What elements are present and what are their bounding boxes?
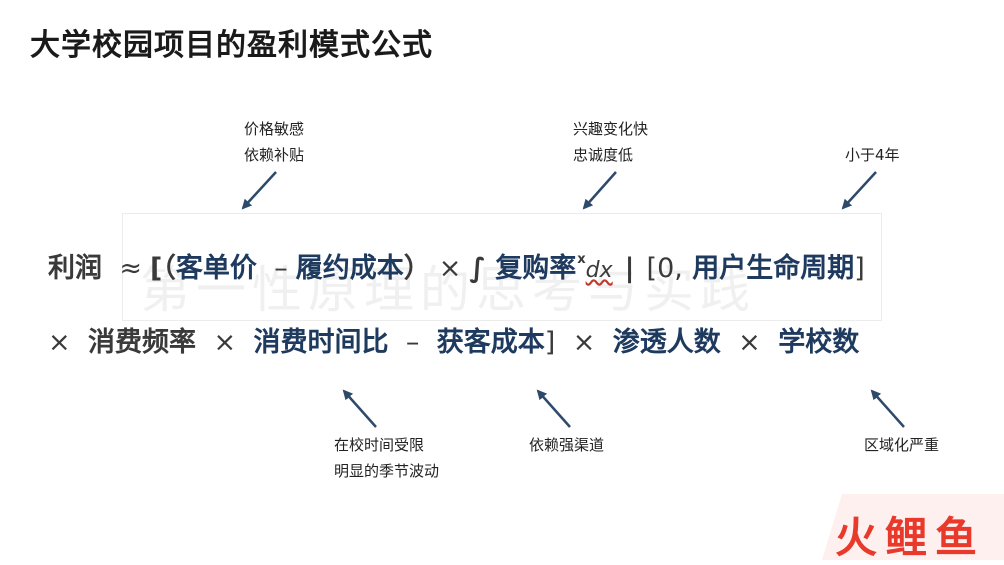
logo-background bbox=[822, 494, 1004, 560]
note-region-line-1: 区域化严重 bbox=[864, 436, 940, 454]
note-region: 区域化严重 bbox=[864, 432, 939, 458]
term-frequency: 消费频率 bbox=[88, 327, 197, 358]
formula-row-2: × 消费频率 × 消费时间比 – 获客成本] × 渗透人数 × 学校数 bbox=[48, 320, 859, 359]
range-end-bracket: ] bbox=[854, 253, 865, 284]
note-lifecycle-line-1: 小于4年 bbox=[845, 146, 900, 164]
term-fulfill-cost: 履约成本 bbox=[295, 253, 404, 284]
note-lifecycle: 小于4年 bbox=[845, 142, 900, 168]
logo-text: 火鲤鱼 bbox=[835, 513, 986, 562]
term-acquire-cost: 获客成本 bbox=[436, 327, 545, 358]
times-sign: × bbox=[438, 253, 462, 284]
left-bracket: [ bbox=[150, 253, 163, 284]
right-paren: ） bbox=[403, 253, 431, 284]
note-price-line-2: 依赖补贴 bbox=[244, 146, 305, 164]
term-profit: 利润 bbox=[48, 253, 102, 284]
note-price: 价格敏感 依赖补贴 bbox=[244, 116, 304, 168]
watermark-text: 第一性原理的思考与实践 bbox=[140, 261, 756, 319]
approx-sign: ≈ bbox=[119, 253, 143, 284]
arrow-lifecycle bbox=[841, 171, 877, 210]
range-bar: | bbox=[624, 253, 635, 284]
term-schools: 学校数 bbox=[778, 327, 860, 358]
dx-symbol: dx bbox=[585, 258, 613, 283]
minus-sign: – bbox=[405, 327, 420, 358]
arrow-loyalty bbox=[582, 171, 617, 210]
exponent-x: x bbox=[577, 252, 586, 267]
times-sign: × bbox=[48, 327, 71, 358]
note-channel-line-1: 依赖强渠道 bbox=[529, 436, 605, 454]
times-sign: × bbox=[738, 327, 761, 358]
note-time-line-1: 在校时间受限 bbox=[334, 436, 425, 454]
note-price-line-1: 价格敏感 bbox=[244, 120, 305, 138]
watermark-frame bbox=[122, 213, 882, 321]
times-sign: × bbox=[572, 327, 596, 358]
range-start: [0, bbox=[646, 253, 683, 284]
arrow-time bbox=[342, 389, 377, 428]
term-time-ratio: 消费时间比 bbox=[253, 327, 389, 358]
arrow-channel bbox=[536, 389, 571, 428]
term-unit-price: 客单价 bbox=[175, 253, 257, 284]
minus-sign: – bbox=[274, 253, 288, 284]
integral-sign: ∫ bbox=[469, 253, 486, 284]
term-lifecycle: 用户生命周期 bbox=[692, 253, 855, 284]
times-sign: × bbox=[213, 327, 237, 358]
right-bracket: ] bbox=[544, 327, 556, 358]
note-channel: 依赖强渠道 bbox=[529, 432, 604, 458]
arrow-region bbox=[870, 389, 905, 428]
note-loyalty-line-1: 兴趣变化快 bbox=[573, 120, 649, 138]
page-title: 大学校园项目的盈利模式公式 bbox=[30, 28, 433, 63]
arrow-price bbox=[241, 171, 277, 210]
term-penetration: 渗透人数 bbox=[612, 327, 721, 358]
left-paren: （ bbox=[162, 253, 176, 284]
formula-row-1: 利润 ≈[（客单价 –履约成本）×∫ 复购率xdx | [0, 用户生命周期] bbox=[48, 246, 865, 285]
note-time: 在校时间受限 明显的季节波动 bbox=[334, 432, 439, 484]
note-loyalty-line-2: 忠诚度低 bbox=[573, 146, 634, 164]
note-loyalty: 兴趣变化快 忠诚度低 bbox=[573, 116, 648, 168]
note-time-line-2: 明显的季节波动 bbox=[334, 462, 440, 480]
term-repurchase: 复购率 bbox=[495, 253, 577, 284]
